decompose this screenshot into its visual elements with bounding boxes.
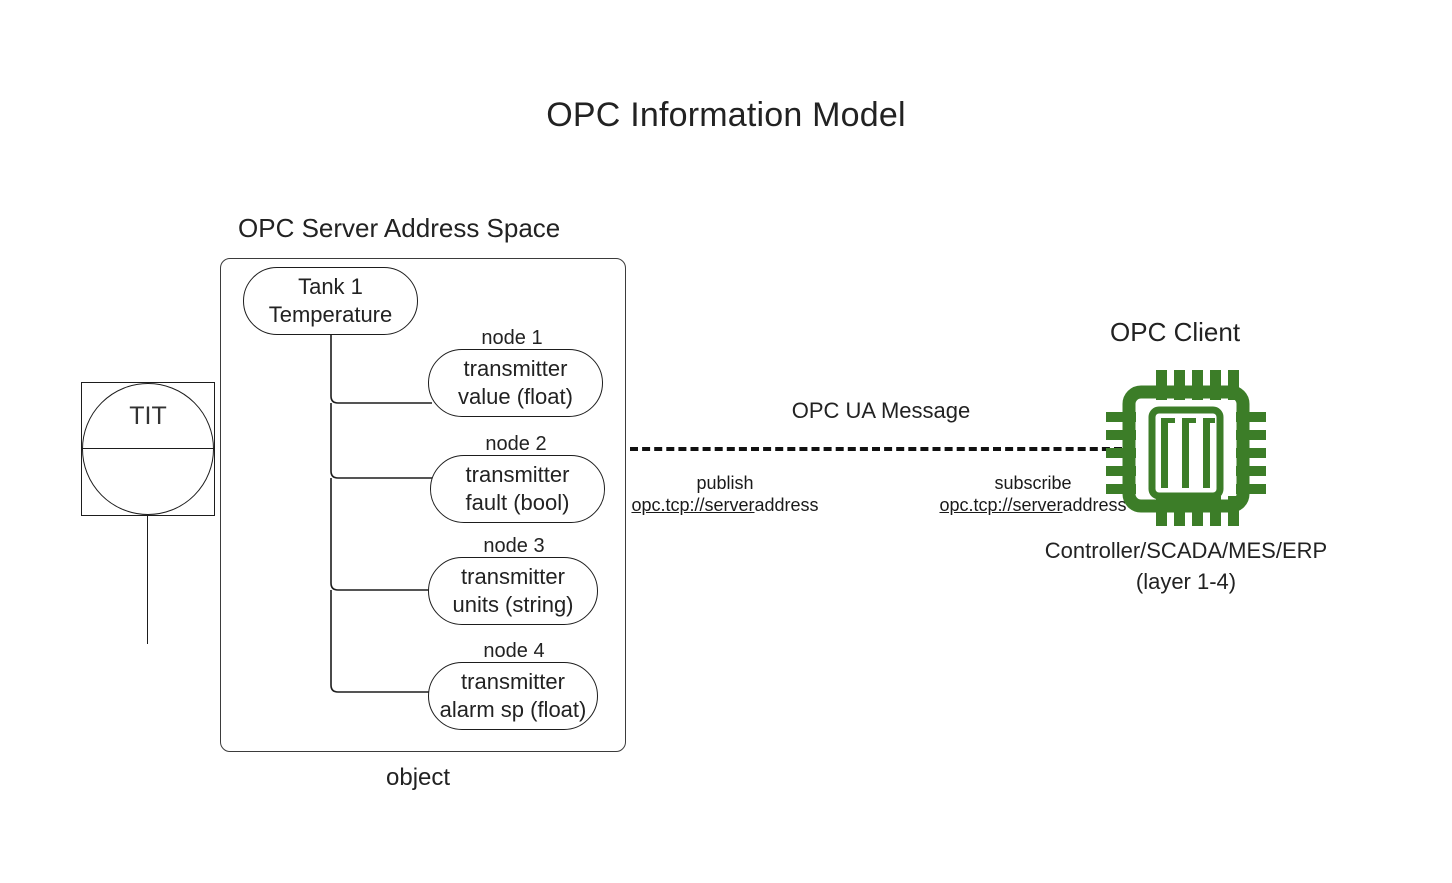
node-label-line2: fault (bool) (465, 490, 570, 515)
subscribe-address-host: address (1062, 495, 1127, 515)
subscribe-endpoint: subscribe opc.tcp://serveraddress (908, 472, 1158, 516)
instrument-stem (147, 516, 148, 644)
subscribe-address-scheme: opc.tcp://server (939, 495, 1063, 515)
opc-client-label: OPC Client (1110, 317, 1241, 347)
page-title: OPC Information Model (546, 96, 906, 134)
node-label-line2: value (float) (458, 384, 573, 409)
node-label-line1: transmitter (461, 669, 565, 694)
node-label-line1: transmitter (465, 462, 570, 487)
opc-server-address-space-label: OPC Server Address Space (238, 213, 561, 243)
publish-role-label: publish (696, 473, 754, 493)
node-transmitter-value[interactable]: transmitter value (float) (428, 349, 603, 417)
node-label-line2: units (string) (452, 592, 574, 617)
node-label-line2: alarm sp (float) (439, 697, 587, 722)
node-tag-3: node 3 (483, 535, 545, 557)
node-tag-2: node 2 (485, 433, 547, 455)
subscribe-address[interactable]: opc.tcp://serveraddress (908, 494, 1158, 516)
instrument-tag-label: TIT (129, 402, 167, 430)
instrument-symbol-tit: TIT (81, 382, 217, 644)
cpu-chip-icon (1106, 370, 1266, 526)
instrument-divider (81, 448, 215, 449)
node-tank1-temperature[interactable]: Tank 1 Temperature (243, 267, 418, 335)
node-tag-1: node 1 (481, 327, 543, 349)
instrument-circle-icon (82, 383, 214, 515)
node-transmitter-fault[interactable]: transmitter fault (bool) (430, 455, 605, 523)
client-caption-line1: Controller/SCADA/MES/ERP (1044, 538, 1328, 563)
node-label-line2: Temperature (268, 302, 393, 327)
publish-endpoint: publish opc.tcp://serveraddress (600, 472, 850, 516)
publish-address[interactable]: opc.tcp://serveraddress (600, 494, 850, 516)
publish-address-host: address (754, 495, 819, 515)
subscribe-role-label: subscribe (994, 473, 1072, 493)
client-caption: Controller/SCADA/MES/ERP (layer 1-4) (1010, 535, 1362, 597)
node-label-line1: transmitter (461, 564, 565, 589)
node-transmitter-units[interactable]: transmitter units (string) (428, 557, 598, 625)
node-transmitter-alarm-sp[interactable]: transmitter alarm sp (float) (428, 662, 598, 730)
opc-ua-message-link (630, 447, 1122, 451)
object-caption: object (386, 764, 451, 791)
opc-ua-message-label: OPC UA Message (791, 398, 971, 423)
publish-address-scheme: opc.tcp://server (631, 495, 755, 515)
client-caption-line2: (layer 1-4) (1135, 569, 1237, 594)
node-label-line1: transmitter (463, 356, 568, 381)
address-space-container (220, 258, 626, 752)
node-label-line1: Tank 1 (298, 274, 363, 299)
node-tag-4: node 4 (483, 640, 545, 662)
